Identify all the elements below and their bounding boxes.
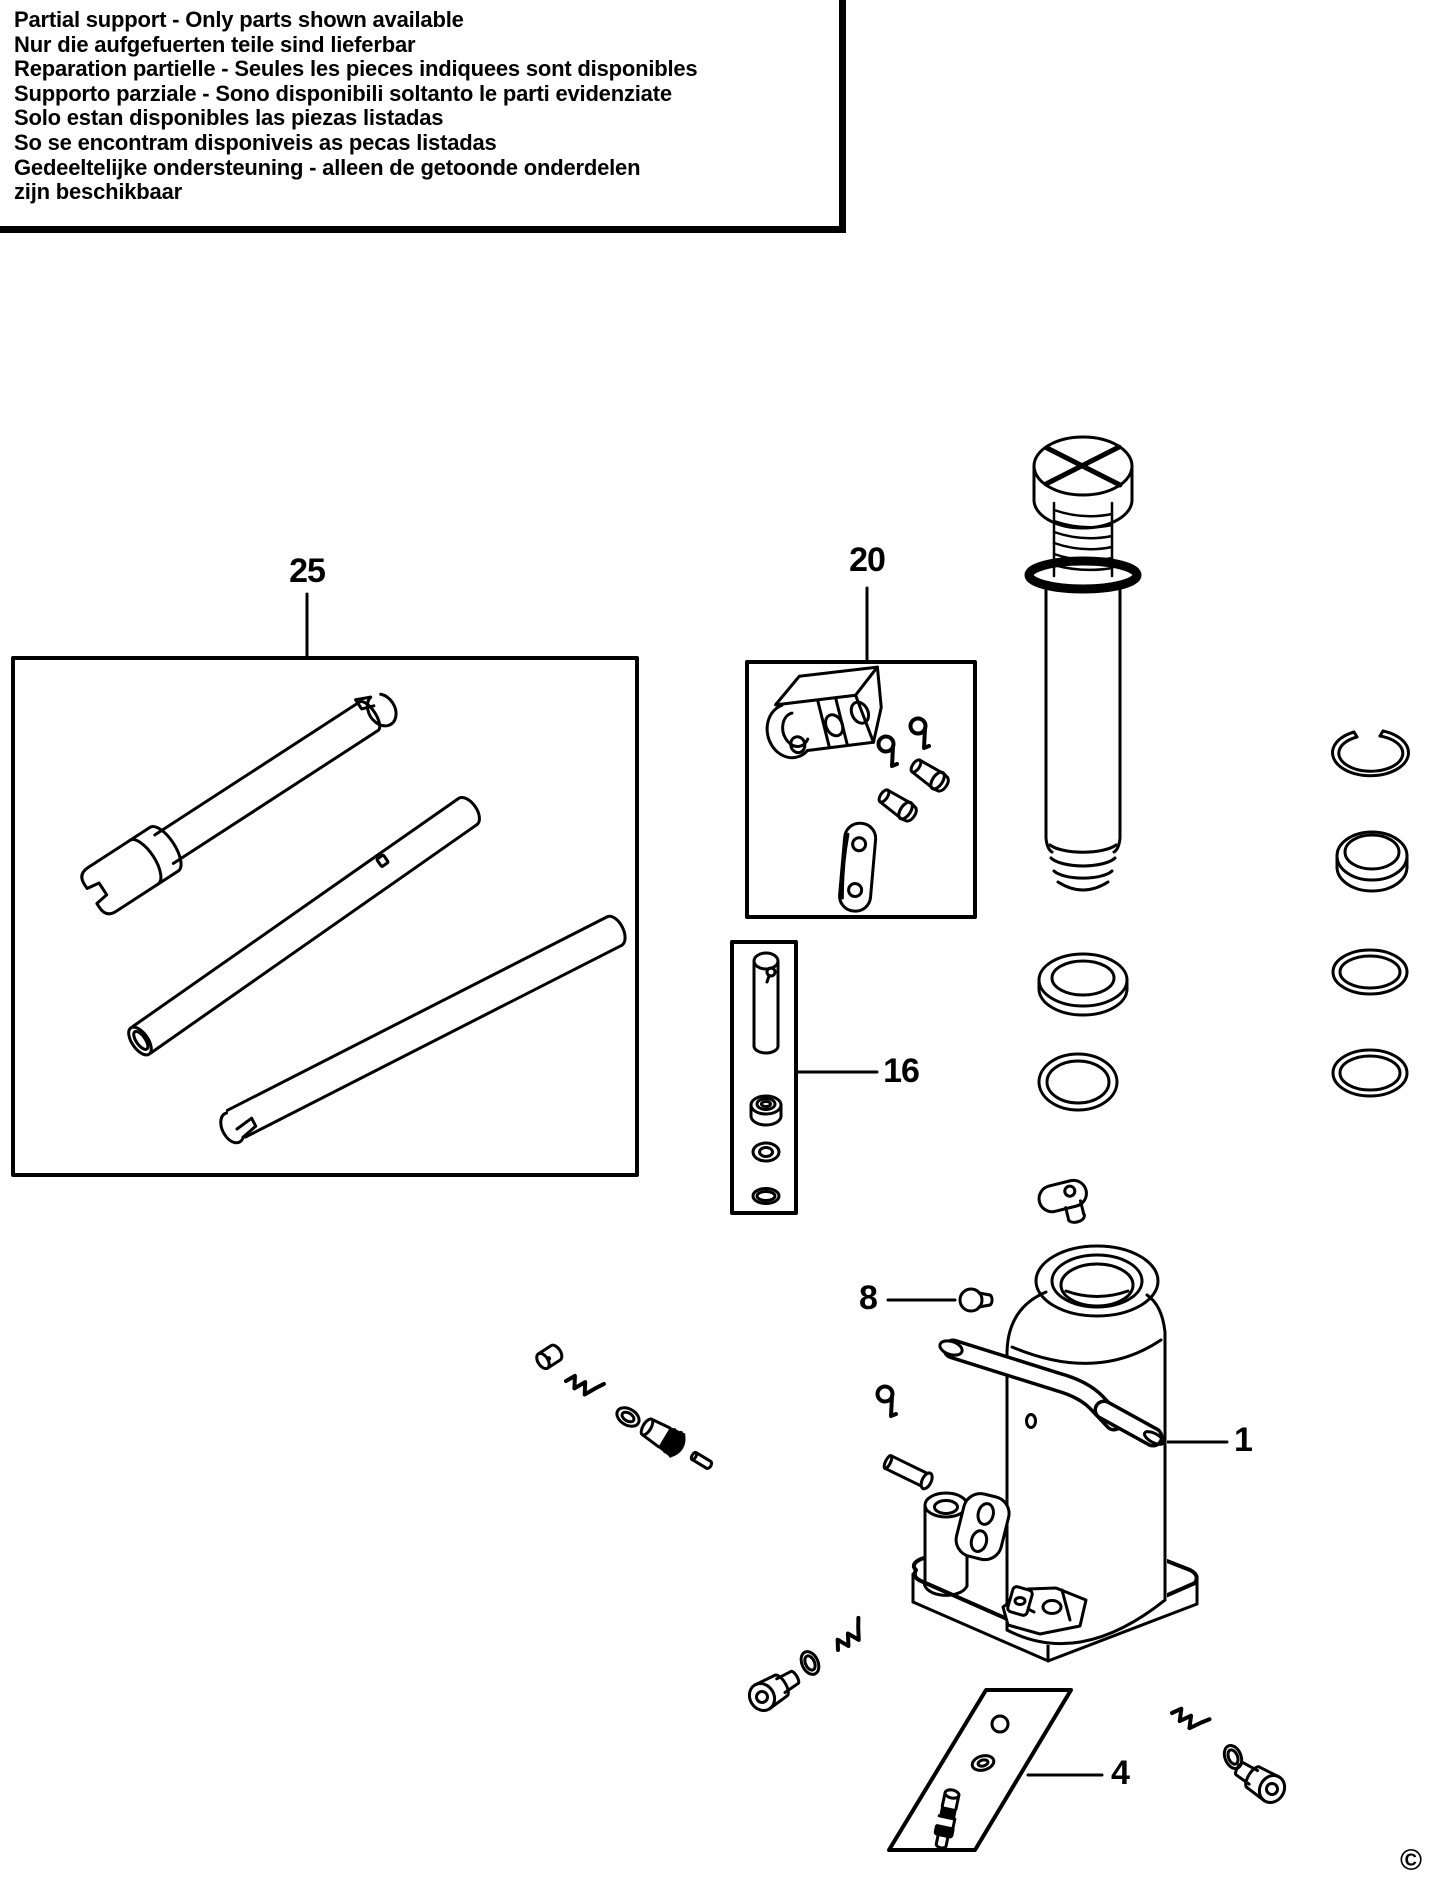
valve-plunger — [933, 1788, 961, 1850]
notice-box: Partial support - Only parts shown avail… — [0, 0, 846, 233]
spring-small — [827, 1615, 871, 1654]
notice-line: So se encontram disponiveis as pecas lis… — [14, 129, 497, 155]
notice-line: Reparation partielle - Seules les pieces… — [14, 56, 698, 82]
valve-plate — [887, 1688, 1073, 1852]
valve-spring — [562, 1364, 606, 1403]
cotter-hook — [876, 734, 899, 768]
notice-line: zijn beschikbaar — [14, 179, 182, 205]
notice-line: Supporto parziale - Sono disponibili sol… — [14, 80, 672, 106]
seal-ring-set — [1037, 729, 1410, 1224]
part-label-16: 16 — [883, 1052, 920, 1090]
part-1-jack — [875, 1244, 1199, 1663]
rivet-pin — [906, 754, 953, 796]
part-8-plug — [958, 1287, 994, 1313]
ram-opening — [1034, 1244, 1160, 1318]
o-ring-small — [1222, 1743, 1244, 1771]
flat-seal-ring — [1037, 952, 1129, 1017]
link-plate — [838, 821, 878, 913]
handle-tube-socket — [80, 692, 398, 916]
part-25-box — [11, 656, 639, 1177]
handle-tube-middle — [127, 795, 481, 1057]
cap-nut — [535, 1343, 564, 1371]
grommet-plug — [1037, 1178, 1088, 1224]
notice-line: Nur die aufgefuerten teile sind lieferba… — [14, 31, 416, 57]
pump-linkage — [1001, 1585, 1088, 1636]
o-ring — [1331, 1048, 1409, 1098]
copyright-mark: © — [1399, 1844, 1423, 1877]
spring-small — [1171, 1699, 1210, 1734]
snap-ring — [1331, 729, 1410, 778]
part-label-4: 4 — [1111, 1754, 1130, 1792]
fill-screw-set-left — [743, 1615, 871, 1717]
valve-washer — [615, 1406, 641, 1428]
release-plug — [639, 1417, 686, 1458]
socket-screw — [1228, 1754, 1292, 1809]
clevis-bracket — [954, 1492, 1011, 1562]
part-20-box — [745, 660, 977, 919]
notice-line: Solo estan disponibles las piezas listad… — [14, 105, 444, 131]
o-ring-small — [799, 1650, 821, 1676]
extension-screw — [1024, 435, 1142, 892]
rivet-pin — [874, 784, 921, 826]
base-plate — [911, 1515, 1199, 1642]
fill-screw-set-right — [1171, 1699, 1292, 1809]
handle-tube-lower — [219, 914, 627, 1145]
socket-screw — [743, 1662, 806, 1717]
leader-lines — [305, 586, 1229, 1777]
release-valve-parts — [535, 1343, 714, 1470]
notice-line: Gedeeltelijke ondersteuning - alleen de … — [14, 154, 641, 180]
o-ring — [1037, 1052, 1119, 1112]
part-label-8: 8 — [859, 1279, 878, 1317]
notice-line: Partial support - Only parts shown avail… — [14, 7, 464, 32]
part-4-group — [887, 1688, 1073, 1852]
part-label-1: 1 — [1234, 1421, 1253, 1459]
part-label-20: 20 — [849, 541, 886, 579]
clevis-pin — [882, 1454, 934, 1491]
cotter-hook — [875, 1384, 898, 1418]
o-ring — [1331, 948, 1409, 996]
tiny-pin — [689, 1450, 714, 1470]
clamp-bracket — [765, 665, 883, 760]
part-label-25: 25 — [289, 552, 326, 590]
cup-seal — [1335, 830, 1409, 893]
part-16-box — [730, 940, 798, 1215]
cotter-hook — [908, 716, 931, 750]
